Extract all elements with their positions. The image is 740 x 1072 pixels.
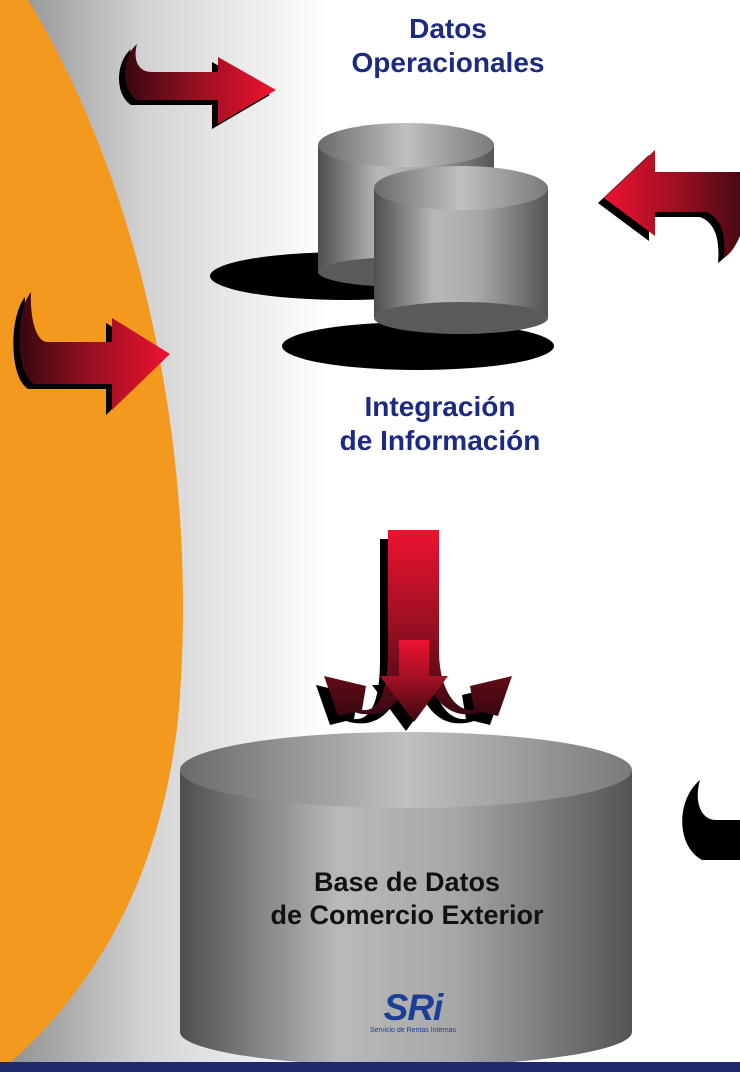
inflow-arrow-top-right [598, 150, 740, 263]
sri-wordmark: SRi [383, 987, 444, 1028]
operational-data-cylinders [210, 123, 554, 370]
inflow-arrow-mid-left [13, 292, 171, 415]
operational-data-label: Datos Operacionales [351, 13, 545, 79]
integration-fork-arrow [316, 530, 512, 731]
inflow-arrow-top-left [119, 44, 276, 129]
sri-logo: SRi Servicio de Rentas Internas [366, 988, 460, 1038]
orange-sphere [0, 0, 184, 1072]
bottom-bar [0, 1062, 740, 1072]
outflow-arrow-bottom-right [682, 780, 740, 860]
foreign-trade-database-cylinder [180, 732, 632, 1066]
foreign-trade-database-label: Base de Datos de Comercio Exterior [270, 867, 544, 930]
sri-tagline: Servicio de Rentas Internas [370, 1027, 456, 1034]
integration-label: Integración de Información [339, 391, 541, 457]
